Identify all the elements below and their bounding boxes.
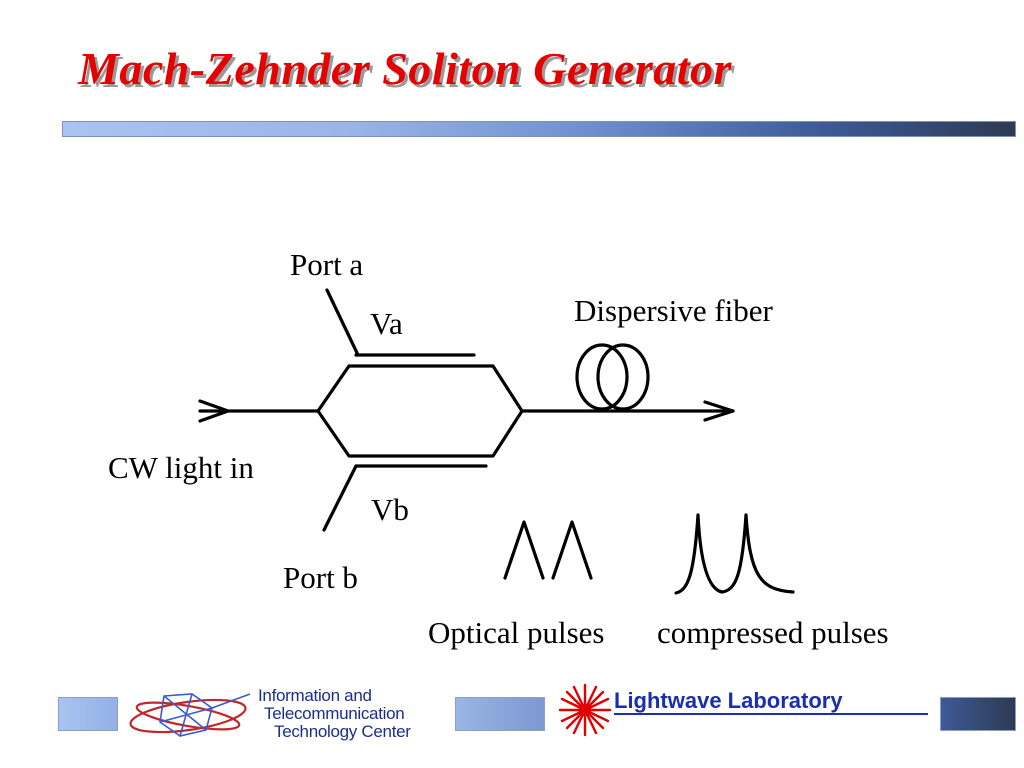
input-arrow: [198, 399, 230, 423]
va-label: Va: [370, 306, 403, 341]
slide-title: Mach-Zehnder Soliton Generator: [78, 43, 732, 94]
compressed-pulses-label: compressed pulses: [657, 615, 889, 650]
footer-accent-left: [58, 697, 118, 731]
lab-underline: [614, 713, 928, 715]
vb-label: Vb: [371, 492, 409, 527]
compressed-pulse: [674, 513, 795, 595]
itc-logo-text: Information and Telecommunication Techno…: [258, 687, 411, 741]
itc-logo-icon: [129, 693, 251, 737]
laser-burst-icon: [558, 683, 612, 737]
port-b-lead: [322, 464, 358, 532]
optical-pulses-label: Optical pulses: [428, 615, 605, 650]
fiber-coil-loop: [575, 343, 629, 411]
optical-pulse: [503, 520, 545, 580]
modulator-hexagon: [316, 364, 524, 458]
input-label: CW light in: [108, 450, 254, 485]
fiber-coil-loop: [596, 343, 650, 411]
title-rule: [62, 121, 1016, 137]
lab-name: Lightwave Laboratory: [614, 688, 843, 713]
itc-line-1: Information and: [258, 686, 372, 705]
itc-line-3: Technology Center: [274, 722, 411, 741]
optical-pulse: [551, 520, 593, 580]
itc-line-2: Telecommunication: [264, 704, 405, 723]
fiber-label: Dispersive fiber: [574, 293, 774, 328]
output-arrow: [703, 400, 735, 422]
port-a-lead: [325, 288, 360, 357]
mach-zehnder-diagram: Port a Va CW light in Vb Port b Dispersi…: [108, 247, 889, 650]
port-a-label: Port a: [290, 247, 363, 282]
port-b-label: Port b: [283, 560, 358, 595]
footer-accent-middle: [455, 697, 545, 731]
footer-accent-right: [940, 697, 1016, 731]
